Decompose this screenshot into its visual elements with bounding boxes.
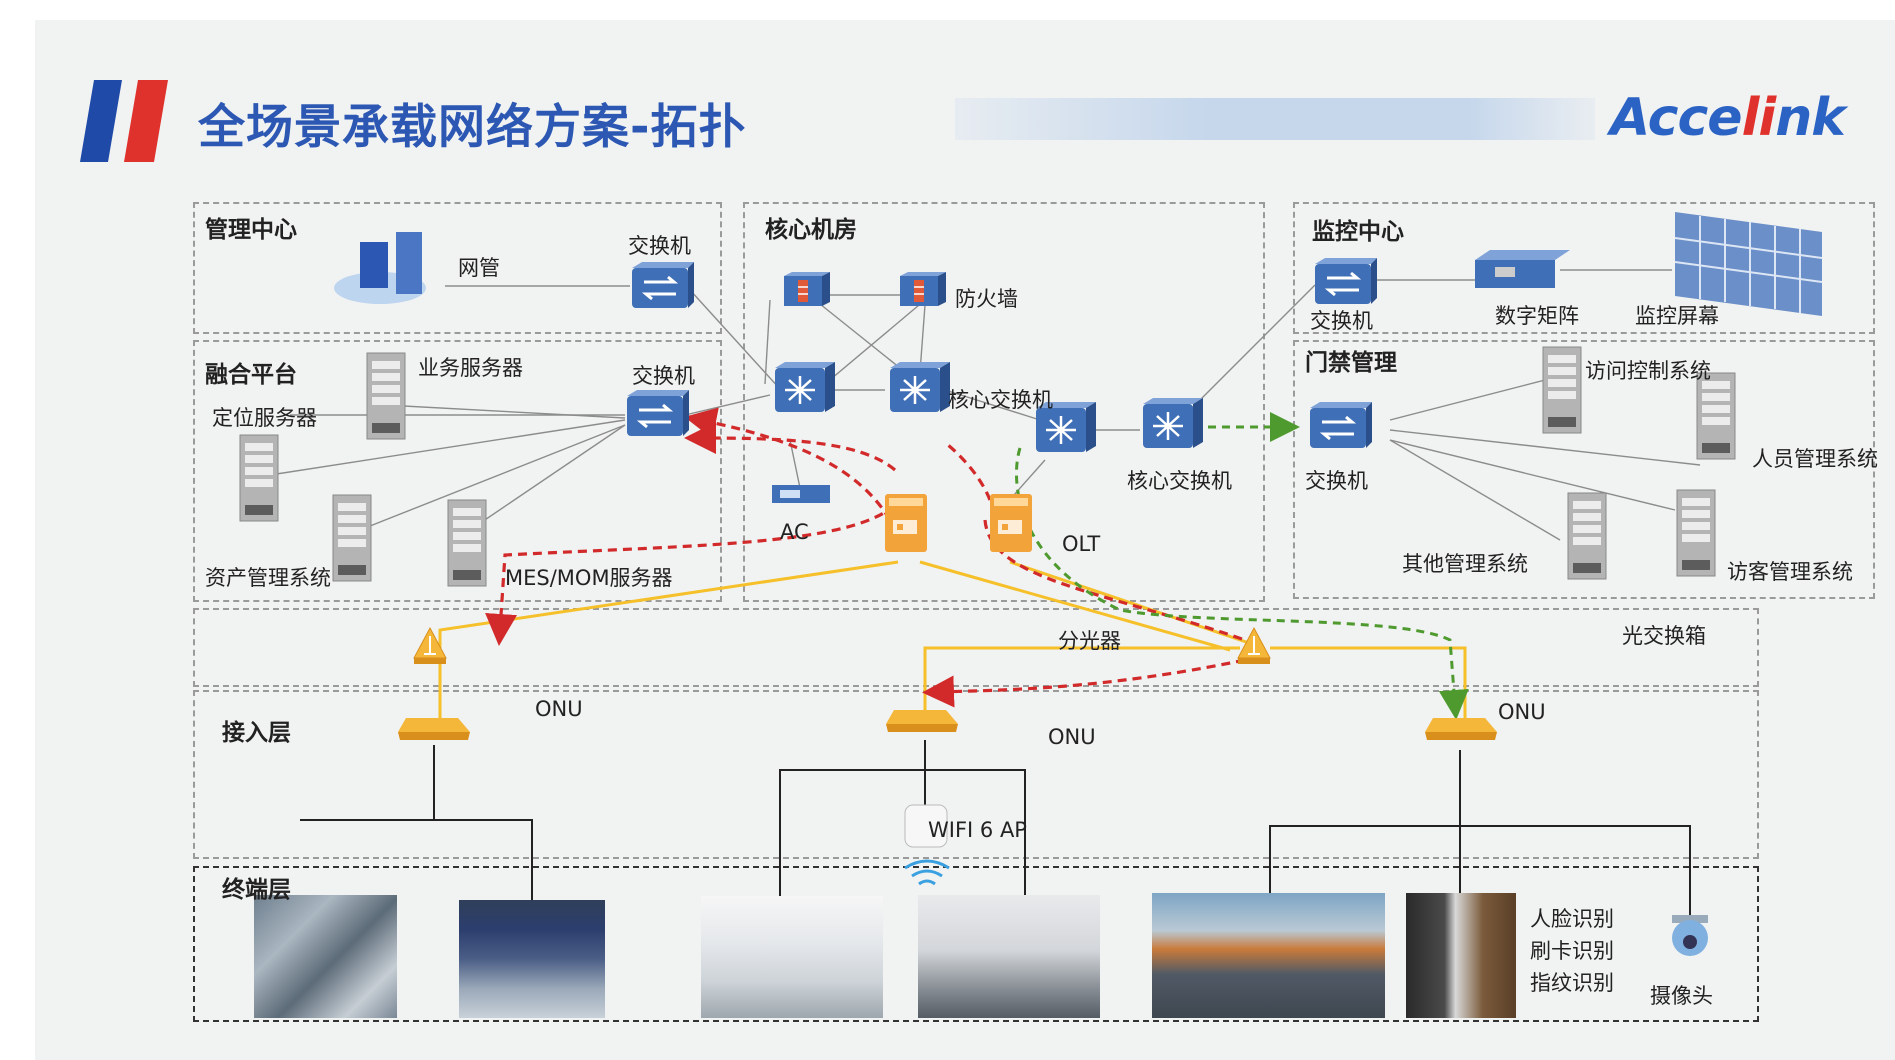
core-switch-icon-4 (1141, 396, 1205, 450)
firewall-icon-1 (783, 271, 831, 307)
zone-title-fusion: 融合平台 (205, 362, 297, 388)
mes-server-icon (447, 499, 487, 587)
fusion-switch-icon (625, 388, 691, 438)
label-ac: AC (780, 520, 809, 544)
zone-title-access-control: 门禁管理 (1305, 350, 1397, 376)
label-netmgr: 网管 (458, 256, 500, 280)
office-desks-photo (701, 896, 883, 1018)
visitor-server-icon (1676, 489, 1716, 577)
label-onu-mid: ONU (1048, 725, 1096, 749)
label-access-ctrl-sys: 访问控制系统 (1585, 359, 1711, 383)
mgmt-switch-icon (630, 260, 696, 310)
zone-terminal-layer (193, 866, 1759, 1022)
onu-icon-left (398, 718, 470, 740)
monitor-screen-wall-icon (1674, 212, 1823, 316)
olt-icon-1 (885, 494, 927, 552)
firewall-icon-2 (899, 271, 947, 307)
label-loc-server: 定位服务器 (212, 406, 317, 430)
zone-fusion (193, 340, 722, 602)
loc-server-icon (239, 434, 279, 522)
label-onu-left: ONU (535, 697, 583, 721)
label-visitor-sys: 访客管理系统 (1727, 560, 1853, 584)
label-biz-server: 业务服务器 (418, 356, 523, 380)
label-mes-server: MES/MOM服务器 (505, 566, 673, 590)
label-monitor-switch: 交换机 (1310, 309, 1373, 333)
label-digital-matrix: 数字矩阵 (1495, 304, 1579, 328)
onu-icon-mid (886, 710, 958, 732)
zone-title-core-room: 核心机房 (765, 217, 857, 243)
biz-server-icon (366, 352, 406, 440)
label-onu-right: ONU (1498, 700, 1546, 724)
access-switch-icon (1308, 400, 1374, 450)
zone-core-room (743, 202, 1265, 602)
access-ctrl-server-icon (1542, 346, 1582, 434)
netmgr-cloud-icon (334, 232, 426, 304)
label-monitor-screen: 监控屏幕 (1635, 304, 1719, 328)
parking-gate-photo (1152, 893, 1385, 1018)
label-splitter: 分光器 (1058, 629, 1121, 653)
core-switch-icon-2 (888, 360, 952, 414)
zone-title-terminal-layer: 终端层 (222, 877, 291, 903)
page-title: 全场景承载网络方案-拓扑 (198, 100, 747, 155)
brand-logo: Accelink (1610, 88, 1846, 148)
monitor-switch-icon (1313, 256, 1379, 306)
title-decor-band (955, 98, 1595, 140)
wifi-ap-icon (904, 804, 950, 886)
factory-line-photo (254, 895, 397, 1018)
olt-icon-2 (990, 494, 1032, 552)
camera-icon (1672, 915, 1708, 956)
zone-title-access-layer: 接入层 (222, 720, 291, 746)
digital-matrix-icon (1475, 250, 1570, 288)
core-switch-icon-1 (773, 360, 837, 414)
label-face-id: 人脸识别 (1530, 907, 1614, 931)
face-recognition-terminal-photo (1406, 893, 1516, 1018)
splitter-icon-right (1237, 627, 1271, 665)
label-mgmt-switch: 交换机 (628, 234, 691, 258)
meeting-room-photo (918, 895, 1100, 1018)
label-card-id: 刷卡识别 (1530, 939, 1614, 963)
label-olt: OLT (1062, 532, 1101, 556)
logo-bars (80, 80, 168, 162)
zone-monitor (1293, 202, 1875, 334)
zone-access-control (1293, 340, 1875, 599)
label-other-sys: 其他管理系统 (1402, 552, 1528, 576)
asset-server-icon (332, 494, 372, 582)
label-personnel-sys: 人员管理系统 (1752, 447, 1878, 471)
ac-device-icon (772, 485, 830, 503)
label-core-switch-2: 核心交换机 (1127, 469, 1232, 493)
personnel-server-icon (1696, 372, 1736, 460)
onu-icon-right (1425, 718, 1497, 740)
zone-management (193, 202, 722, 334)
other-sys-server-icon (1567, 492, 1607, 580)
control-room-photo (459, 900, 605, 1018)
label-fusion-switch: 交换机 (632, 364, 695, 388)
zone-title-management: 管理中心 (205, 217, 297, 243)
label-firewall: 防火墙 (955, 287, 1018, 311)
zone-optical (193, 608, 1759, 687)
label-core-switch-1: 核心交换机 (948, 388, 1053, 412)
zone-title-monitor: 监控中心 (1312, 219, 1404, 245)
label-access-switch: 交换机 (1305, 469, 1368, 493)
label-camera: 摄像头 (1650, 984, 1713, 1008)
zone-title-optical: 光交换箱 (1622, 624, 1706, 648)
label-asset-system: 资产管理系统 (205, 566, 331, 590)
label-finger-id: 指纹识别 (1530, 971, 1614, 995)
label-wifi-ap: WIFI 6 AP (928, 818, 1027, 842)
